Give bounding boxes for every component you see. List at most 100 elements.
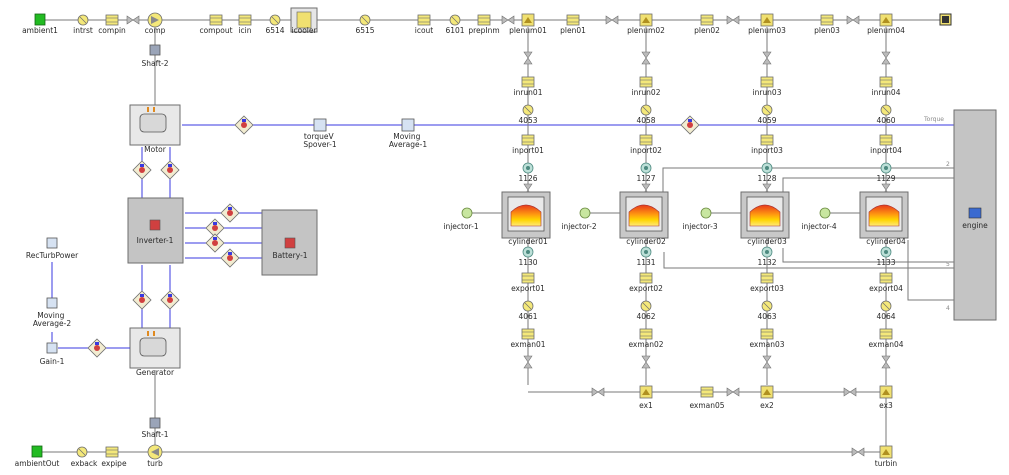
inv-gen-gain-2[interactable]: [160, 290, 180, 310]
exman-pipe-3[interactable]: exman03: [749, 328, 785, 349]
inport-pipe-4[interactable]: inport04: [870, 134, 902, 155]
orifice-a-2[interactable]: 4058: [636, 104, 656, 125]
motor-block[interactable]: Motor: [129, 104, 181, 154]
valve-c-3[interactable]: 1132: [757, 246, 777, 267]
cylinder-3[interactable]: cylinder03: [740, 191, 790, 246]
inv-batt-gain-3[interactable]: [205, 233, 225, 253]
torque-spover-block[interactable]: torqueV Spover-1: [303, 118, 337, 149]
valve-c-1[interactable]: 1130: [518, 246, 538, 267]
valve-b-4[interactable]: 1129: [876, 162, 896, 183]
cylinder-column-1: inrun01 4053 inport01 1126 1130 export01 4061 e…: [443, 27, 551, 385]
end-cap[interactable]: [939, 13, 952, 26]
intrst-label: intrst: [73, 26, 93, 35]
export-pipe-4[interactable]: export04: [869, 272, 903, 293]
cylinder-2[interactable]: cylinder02: [619, 191, 669, 246]
orifice-d-4[interactable]: 4064: [876, 300, 896, 321]
motor-inverter-gain-1[interactable]: [132, 160, 152, 180]
orifice-a-3[interactable]: 4059: [757, 104, 777, 125]
gain-1-block[interactable]: Gain-1: [40, 342, 65, 366]
plen03-pipe[interactable]: plen03: [814, 14, 840, 35]
injector-label: injector-2: [561, 222, 596, 231]
icin-pipe[interactable]: icin: [238, 14, 252, 35]
plen02-pipe[interactable]: plen02: [694, 14, 720, 35]
turbin-junction[interactable]: turbin: [875, 445, 898, 468]
export-pipe-3[interactable]: export03: [750, 272, 784, 293]
orifice-6515[interactable]: 6515: [355, 14, 375, 35]
valve-icon: [881, 355, 891, 369]
compout-pipe[interactable]: compout: [199, 14, 233, 35]
compin-pipe[interactable]: compin: [98, 14, 126, 35]
plen01-pipe[interactable]: plen01: [560, 14, 586, 35]
export-pipe-2[interactable]: export02: [629, 272, 663, 293]
inport-pipe-label: inport02: [630, 146, 662, 155]
valve-b-2[interactable]: 1127: [636, 162, 656, 183]
cylinder-4[interactable]: cylinder04: [859, 191, 909, 246]
intercooler[interactable]: icooler: [290, 7, 318, 35]
inport-pipe-2[interactable]: inport02: [630, 134, 662, 155]
inrun-pipe-2[interactable]: inrun02: [632, 76, 661, 97]
moving-average-2-label: Moving Average-2: [33, 311, 72, 328]
engine-port-5: 5: [946, 261, 950, 268]
orifice-6514[interactable]: 6514: [265, 14, 285, 35]
export-pipe-1[interactable]: export01: [511, 272, 545, 293]
inrun-pipe-3[interactable]: inrun03: [753, 76, 782, 97]
gain-diamond-motor[interactable]: [234, 115, 254, 135]
icout-pipe[interactable]: icout: [415, 14, 434, 35]
cylinder-1[interactable]: cylinder01: [501, 191, 551, 246]
exman05-pipe[interactable]: exman05: [689, 386, 725, 410]
generator-block[interactable]: Generator: [129, 327, 181, 377]
inport-pipe-3[interactable]: inport03: [751, 134, 783, 155]
orifice-d-1[interactable]: 4061: [518, 300, 538, 321]
turbine[interactable]: turb: [147, 444, 163, 468]
inrun-pipe-4[interactable]: inrun04: [872, 76, 901, 97]
ambient-outlet-boundary[interactable]: ambientOut: [15, 445, 60, 468]
motor-inverter-gain-2[interactable]: [160, 160, 180, 180]
prepInm-pipe[interactable]: prepInm: [468, 14, 500, 35]
valve-b-3[interactable]: 1128: [757, 162, 777, 183]
orifice-a-1[interactable]: 4053: [518, 104, 538, 125]
orifice-d-2[interactable]: 4062: [636, 300, 656, 321]
rec-turb-power-sensor[interactable]: RecTurbPower: [26, 237, 79, 260]
orifice-d-3[interactable]: 4063: [757, 300, 777, 321]
moving-average-2-block[interactable]: Moving Average-2: [33, 297, 72, 328]
exback-orifice[interactable]: exback: [71, 446, 98, 468]
inv-batt-gain-4[interactable]: [220, 248, 240, 268]
shaft-1[interactable]: Shaft-1: [141, 417, 169, 439]
injector-1[interactable]: injector-1: [443, 207, 502, 231]
gain-diamond-generator[interactable]: [87, 338, 107, 358]
ex2-junction[interactable]: ex2: [760, 385, 774, 410]
moving-average-2-line2: Average-2: [33, 319, 72, 328]
orifice-a-4[interactable]: 4060: [876, 104, 896, 125]
exman-pipe-4[interactable]: exman04: [868, 328, 904, 349]
valve-icon: [605, 15, 619, 25]
ambient-inlet-boundary[interactable]: ambient1: [22, 13, 58, 35]
ex3-junction[interactable]: ex3: [879, 385, 893, 410]
expipe-pipe[interactable]: expipe: [101, 446, 127, 468]
injector-3[interactable]: injector-3: [682, 207, 741, 231]
inv-batt-gain-1[interactable]: [220, 203, 240, 223]
battery-block[interactable]: Battery-1: [261, 209, 318, 276]
inv-gen-gain-1[interactable]: [132, 290, 152, 310]
intrst-orifice[interactable]: intrst: [73, 14, 93, 35]
engine-block[interactable]: engine: [953, 109, 997, 321]
orifice-6101[interactable]: 6101: [445, 14, 465, 35]
exman-pipe-2[interactable]: exman02: [628, 328, 664, 349]
inport-pipe-1[interactable]: inport01: [512, 134, 544, 155]
orifice-d-label: 4063: [757, 312, 776, 321]
ex1-junction[interactable]: ex1: [639, 385, 653, 410]
battery-label: Battery-1: [272, 251, 307, 260]
valve-b-label: 1129: [876, 174, 895, 183]
moving-average-1-block[interactable]: Moving Average-1: [389, 118, 428, 149]
gain-diamond-torque[interactable]: [680, 115, 700, 135]
valve-c-2[interactable]: 1131: [636, 246, 656, 267]
injector-2[interactable]: injector-2: [561, 207, 620, 231]
inverter-block[interactable]: Inverter-1: [127, 197, 184, 264]
orifice-d-label: 4062: [636, 312, 655, 321]
exman-pipe-1[interactable]: exman01: [510, 328, 546, 349]
valve-c-4[interactable]: 1133: [876, 246, 896, 267]
shaft-2[interactable]: Shaft-2: [141, 44, 169, 68]
inrun-pipe-1[interactable]: inrun01: [514, 76, 543, 97]
injector-4[interactable]: injector-4: [801, 207, 860, 231]
valve-b-1[interactable]: 1126: [518, 162, 538, 183]
